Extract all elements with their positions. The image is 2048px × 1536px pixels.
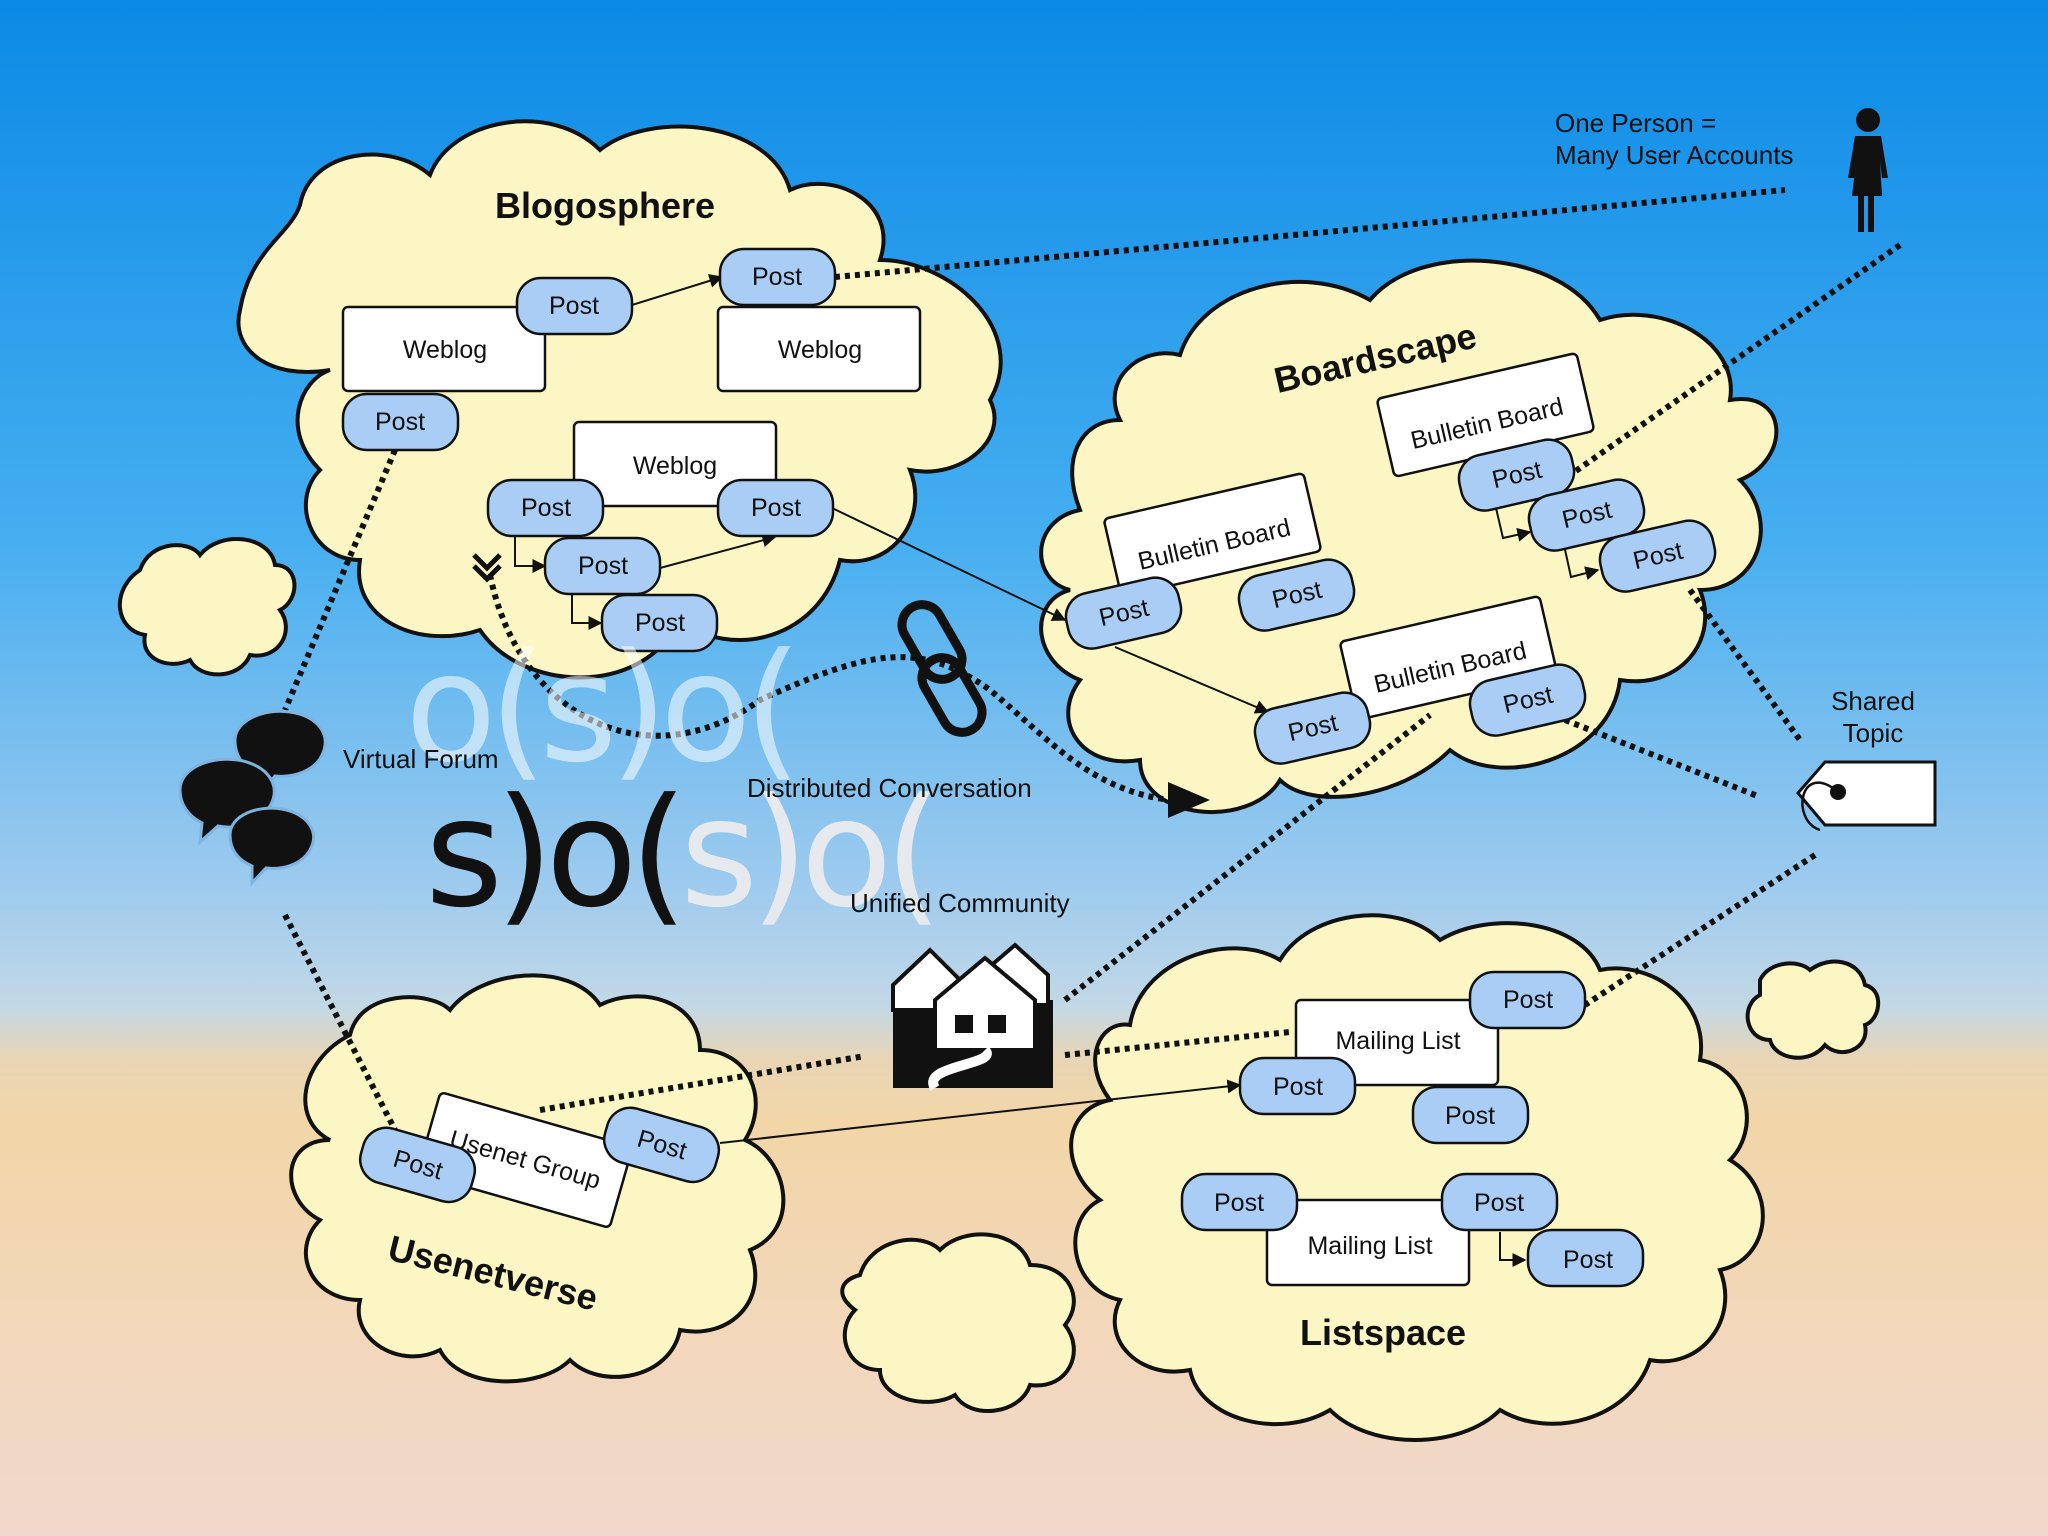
post-node[interactable]: Post [1234,555,1359,635]
mailing-list-container: Mailing List [1265,1198,1471,1287]
one-person-label: One Person = [1555,108,1716,138]
logo-dark-text: s)o( [425,767,680,941]
small-cloud [840,1232,1076,1413]
post-label: Post [1563,1246,1613,1274]
distributed-conversation-label: Distributed Conversation [747,773,1032,803]
post-node[interactable]: Post [355,1122,481,1208]
post-label: Post [752,263,802,291]
boardscape-content: Bulletin Board Bulletin Board Bulletin B… [1061,352,1720,768]
arrow [831,507,1067,621]
distributed-conversation-path [487,574,1171,803]
post-node[interactable]: Post [543,536,662,596]
post-node[interactable]: Post [1061,573,1186,653]
post-node[interactable]: Post [1411,1085,1530,1145]
post-node[interactable]: Post [1465,660,1590,740]
post-node[interactable]: Post [716,478,835,538]
post-label: Post [1474,1189,1524,1217]
unified-community-label: Unified Community [850,888,1070,918]
small-cloud [117,537,297,677]
container-label: Mailing List [1307,1232,1432,1260]
connector-forum-bottom [282,913,398,1132]
post-label: Post [635,609,685,637]
arrow [1499,1232,1527,1267]
arrowhead-icon [1168,782,1210,818]
cloud-boardscape: Boardscape [1039,258,1779,815]
houses-icon [891,942,1053,1091]
post-label: Post [1503,986,1553,1014]
container-label: Weblog [403,336,487,364]
cloud-shape [1069,913,1765,1442]
connector-community-to-board [1063,712,1432,1003]
cloud-title: Listspace [1300,1312,1466,1353]
connector-forum-top [282,448,398,712]
post-node[interactable]: Post [1595,516,1720,596]
chain-link-icon [897,600,987,737]
weblog-container: Weblog [341,305,547,393]
post-node[interactable]: Post [599,1102,725,1188]
post-node[interactable]: Post [515,276,634,336]
post-node[interactable]: Post [486,478,605,538]
post-node[interactable]: Post [1524,475,1649,555]
arrow [631,274,724,306]
connector-community-to-listpost [1064,1029,1291,1058]
post-label: Post [1445,1102,1495,1130]
dotted-connectors [282,187,1902,1132]
shared-topic-label: Topic [1843,718,1904,748]
chat-bubbles-icon [178,709,327,887]
post-node[interactable]: Post [1180,1172,1299,1232]
shared-topic-label: Shared [1831,686,1915,716]
post-label: Post [1214,1189,1264,1217]
cloud-title: Blogosphere [495,185,715,226]
container-label: Weblog [778,336,862,364]
listspace-content: Mailing List Mailing List Post Post Post… [1180,970,1645,1288]
post-node[interactable]: Post [1454,435,1579,515]
post-node[interactable]: Post [1440,1172,1559,1232]
arrow [719,1079,1242,1144]
connector-topic-1 [1687,588,1803,742]
logo-light-text: s)o( [680,767,935,941]
post-node[interactable]: Post [1250,688,1375,768]
small-cloud [1745,959,1881,1060]
weblog-container: Weblog [716,305,922,393]
post-label: Post [578,552,628,580]
post-label: Post [751,494,801,522]
double-chevron-icon [472,553,502,583]
one-person-label: Many User Accounts [1555,140,1793,170]
cloud-shape [1039,258,1779,815]
logo-faint-text: o(s)o( [405,622,794,796]
container-label: Mailing List [1335,1027,1460,1055]
post-node[interactable]: Post [1468,970,1587,1030]
bulletin-board-container: Bulletin Board [1376,352,1595,478]
post-node[interactable]: Post [1238,1056,1357,1116]
post-label: Post [549,292,599,320]
connector-usenet-to-community [539,1053,866,1113]
post-label: Post [375,408,425,436]
arrow [514,532,547,573]
post-label: Post [521,494,571,522]
blogosphere-content: Weblog Weblog Weblog Post Post Post Post [341,247,922,653]
post-node[interactable]: Post [341,392,460,452]
post-node[interactable]: Post [718,247,837,307]
connector-person-to-board [1568,242,1902,478]
arrow [659,533,777,569]
post-node[interactable]: Post [1526,1228,1645,1288]
person-icon [1848,108,1888,232]
connector-topic-2 [1563,717,1762,800]
arrow [1495,507,1532,542]
arrow [1563,544,1600,580]
tag-icon [1796,760,1937,832]
container-label: Weblog [633,452,717,480]
reply-arrows [514,274,1600,1267]
arrow [571,588,603,630]
sioc-logo: o(s)o( s)o( s)o( [405,622,943,941]
usenetverse-content: Usenet Group Post Post [355,1091,725,1229]
virtual-forum-label: Virtual Forum [343,744,499,774]
arrow [1114,646,1270,714]
cloud-listspace: Listspace [1069,913,1765,1442]
post-node[interactable]: Post [600,593,719,653]
post-label: Post [1273,1073,1323,1101]
connector-person-to-post [834,187,1786,280]
